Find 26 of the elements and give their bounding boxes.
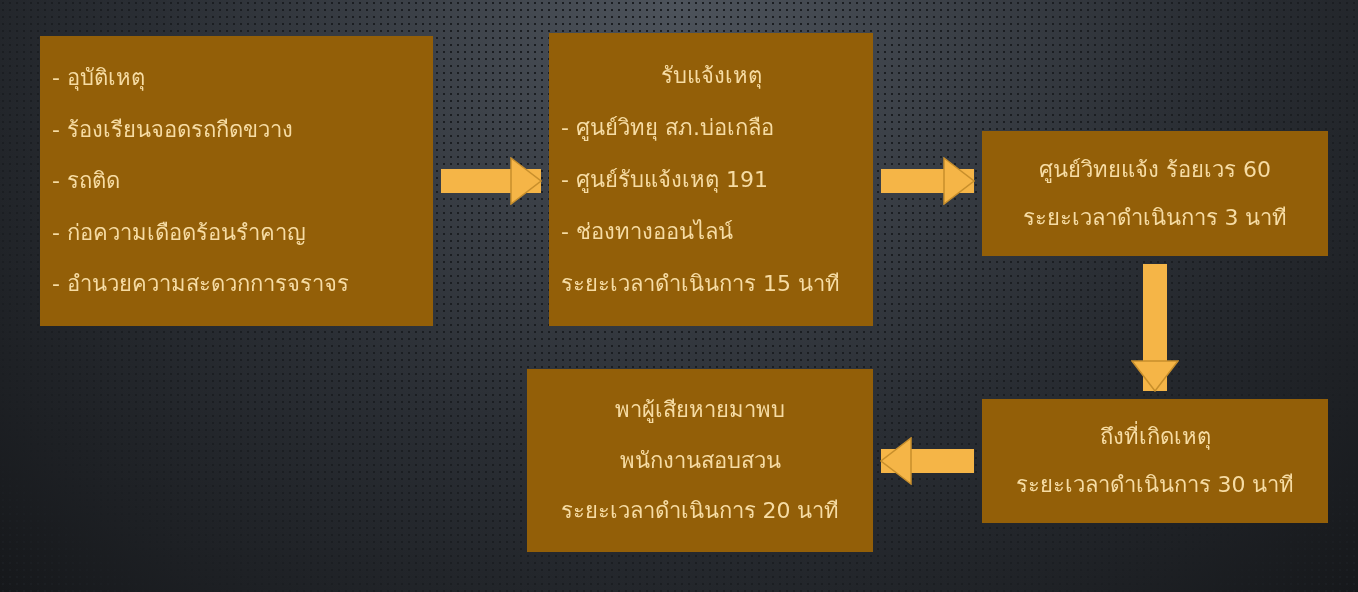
block-arrow bbox=[441, 157, 542, 205]
node-text: ระยะเวลาดำเนินการ 30 นาที bbox=[1014, 471, 1296, 499]
node-text: - อำนวยความสะดวกการจราจร bbox=[52, 270, 350, 298]
block-arrow bbox=[1131, 264, 1179, 392]
node-text: - รถติด bbox=[52, 167, 121, 195]
node-text: ถึงที่เกิดเหตุ bbox=[994, 423, 1316, 451]
process-box bbox=[982, 399, 1328, 523]
node-text: ศูนย์วิทยแจ้ง ร้อยเวร 60 bbox=[1038, 155, 1272, 184]
process-box bbox=[527, 369, 873, 552]
node-text: ระยะเวลาดำเนินการ 20 นาที bbox=[559, 497, 841, 525]
node-text: - ช่องทางออนไลน์ bbox=[561, 217, 734, 246]
process-box bbox=[982, 131, 1328, 256]
process-box bbox=[40, 36, 433, 326]
node-text: พนักงานสอบสวน bbox=[618, 446, 782, 475]
node-text: รับแจ้งเหตุ bbox=[659, 61, 763, 90]
node-text: - ร้องเรียนจอดรถกีดขวาง bbox=[52, 115, 294, 144]
node-text: พาผู้เสียหายมาพบ bbox=[614, 396, 786, 424]
node-text: ระยะเวลาดำเนินการ 15 นาที bbox=[561, 269, 841, 298]
node-text: - ก่อความเดือดร้อนรำคาญ bbox=[52, 218, 307, 247]
node-text: - ศูนย์วิทยุ สภ.บ่อเกลือ bbox=[561, 113, 775, 142]
node-text: - ศูนย์รับแจ้งเหตุ 191 bbox=[561, 165, 769, 194]
process-box bbox=[549, 33, 873, 326]
block-arrow bbox=[880, 437, 974, 485]
node-text: - อุบัติเหตุ bbox=[52, 64, 146, 92]
block-arrow bbox=[881, 157, 975, 205]
node-text: ระยะเวลาดำเนินการ 3 นาที bbox=[1021, 203, 1289, 232]
